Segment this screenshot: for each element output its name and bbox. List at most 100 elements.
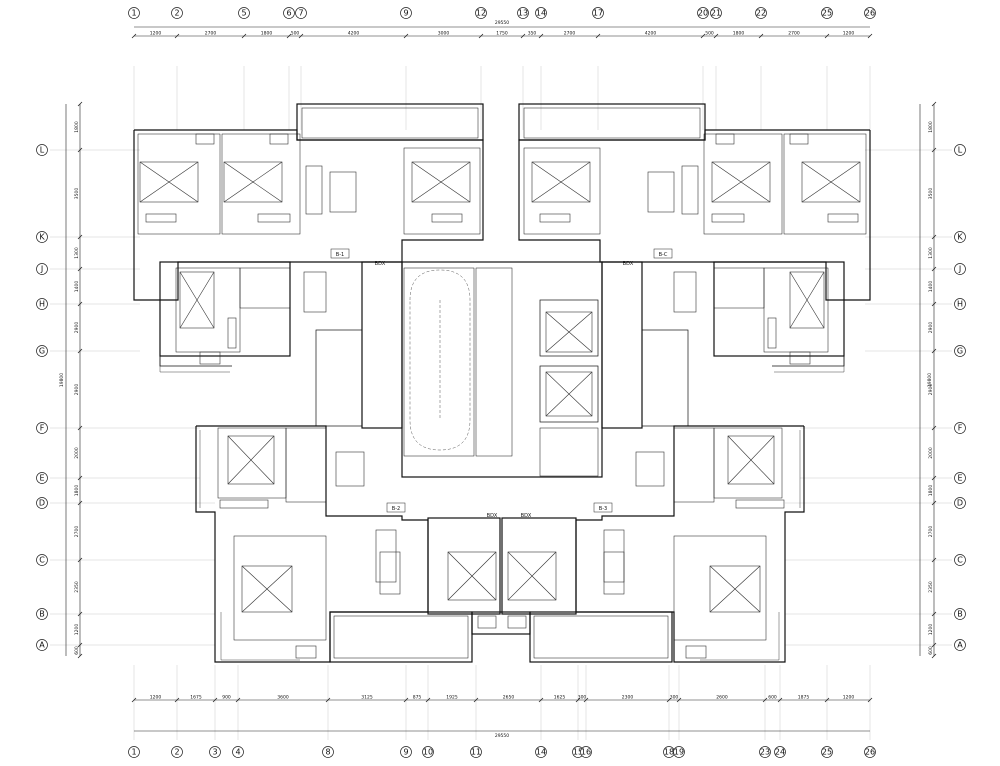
dim-right-2: 1300	[928, 247, 934, 259]
grid-bubble-left-L-label: L	[40, 145, 45, 154]
dim-bottom-6: 1925	[446, 695, 458, 701]
dim-left-3: 1400	[74, 281, 80, 293]
grid-bubble-top-5: 5	[238, 7, 250, 19]
grid-bubble-right-F-label: F	[958, 423, 963, 432]
grid-bubble-bottom-18-label: 18	[664, 747, 674, 756]
dim-top-10: 500	[705, 31, 714, 37]
dim-right-8: 2700	[928, 526, 934, 538]
grid-bubble-top-7: 7	[295, 7, 307, 19]
grid-bubble-top-25-label: 25	[822, 8, 832, 17]
grid-bubble-right-D: D	[954, 497, 966, 509]
grid-bubble-bottom-14-label: 14	[536, 747, 546, 756]
dim-top-0: 1200	[150, 31, 162, 37]
grid-bubble-left-F: F	[36, 422, 48, 434]
tag-bdx-2: BDX	[623, 261, 634, 267]
dimension-total-left: 19800	[59, 373, 65, 387]
grid-bubble-right-J: J	[954, 263, 966, 275]
grid-bubble-top-13-label: 13	[518, 8, 528, 17]
grid-bubble-left-C: C	[36, 554, 48, 566]
dim-left-1: 3500	[74, 188, 80, 200]
grid-bubble-bottom-2: 2	[171, 746, 183, 758]
grid-bubble-top-6-label: 6	[286, 8, 291, 17]
grid-bubble-right-D-label: D	[957, 498, 963, 507]
grid-bubble-bottom-14: 14	[535, 746, 547, 758]
grid-bubble-right-C-label: C	[957, 555, 963, 564]
dim-top-4: 4200	[348, 31, 360, 37]
dim-top-6: 1750	[496, 31, 508, 37]
dim-left-11: 600	[74, 646, 80, 655]
grid-bubble-top-9-label: 9	[403, 8, 408, 17]
grid-bubble-bottom-9-label: 9	[403, 747, 408, 756]
grid-bubble-top-17: 17	[592, 7, 604, 19]
grid-bubble-left-F-label: F	[40, 423, 45, 432]
grid-bubble-bottom-16: 16	[580, 746, 592, 758]
grid-bubble-right-B-label: B	[957, 609, 963, 618]
dim-top-9: 4200	[645, 31, 657, 37]
grid-bubble-right-J-label: J	[958, 264, 961, 273]
grid-bubble-left-E-label: E	[39, 473, 44, 482]
dimension-text-right: 1800350013001400290029002000180027002350…	[928, 101, 937, 659]
unit-labels: B-1 B-C B-2 B-3 BDX BDX BDX BDX	[330, 248, 673, 519]
dim-bottom-12: 2600	[716, 695, 728, 701]
grid-bubble-right-H: H	[954, 298, 966, 310]
dim-top-2: 1800	[261, 31, 273, 37]
dim-top-11: 1800	[733, 31, 745, 37]
grid-bubble-right-F: F	[954, 422, 966, 434]
grid-bubble-bottom-8: 8	[322, 746, 334, 758]
grid-bubble-left-G: G	[36, 345, 48, 357]
dimension-total-bottom: 29550	[495, 733, 509, 739]
grid-bubble-left-K: K	[36, 231, 48, 243]
dim-top-7: 350	[528, 31, 537, 37]
grid-bubble-top-5-label: 5	[241, 8, 246, 17]
grid-bubble-top-13: 13	[517, 7, 529, 19]
grid-bubble-top-12: 12	[475, 7, 487, 19]
grid-bubble-left-J: J	[36, 263, 48, 275]
grid-bubble-top-20-label: 20	[698, 8, 708, 17]
grid-bubble-bottom-25-label: 25	[822, 747, 832, 756]
dim-top-1: 2700	[205, 31, 217, 37]
dim-right-10: 1200	[928, 624, 934, 636]
grid-bubble-right-H-label: H	[957, 299, 963, 308]
grid-bubble-top-26-label: 26	[865, 8, 875, 17]
grid-bubble-bottom-25: 25	[821, 746, 833, 758]
grid-bubble-right-E-label: E	[957, 473, 962, 482]
dim-top-13: 1200	[843, 31, 855, 37]
grid-bubble-left-K-label: K	[39, 232, 45, 241]
grid-bubble-right-G: G	[954, 345, 966, 357]
grid-bubble-bottom-26: 26	[864, 746, 876, 758]
grid-bubble-left-D-label: D	[39, 498, 45, 507]
grid-bubble-right-C: C	[954, 554, 966, 566]
dim-right-5: 2900	[928, 384, 934, 396]
grid-bubble-bottom-1-label: 1	[131, 747, 136, 756]
grid-bubble-top-21: 21	[710, 7, 722, 19]
tag-bdx-4: BDX	[521, 513, 532, 519]
grid-bubble-left-H: H	[36, 298, 48, 310]
tag-bdx-1: BDX	[375, 261, 386, 267]
grid-bubble-bottom-19-label: 19	[674, 747, 684, 756]
dim-left-6: 2000	[74, 447, 80, 459]
dim-bottom-7: 2650	[503, 695, 515, 701]
grid-bubble-top-14-label: 14	[536, 8, 546, 17]
grid-bubble-left-G-label: G	[39, 346, 45, 355]
grid-bubble-bottom-3: 3	[209, 746, 221, 758]
dim-bottom-0: 1200	[150, 695, 162, 701]
grid-bubble-left-H-label: H	[39, 299, 45, 308]
dimension-text-left: 1800350013001400290029002000180027002350…	[74, 101, 83, 659]
grid-bubble-right-G-label: G	[957, 346, 963, 355]
grid-bubble-bottom-10: 10	[422, 746, 434, 758]
stair-outline	[409, 269, 471, 451]
unit-label-b1: B-1	[336, 252, 344, 258]
grid-bubble-top-12-label: 12	[476, 8, 486, 17]
grid-bubble-left-A-label: A	[39, 640, 45, 649]
grid-bubble-top-17-label: 17	[593, 8, 603, 17]
grid-bubble-bottom-3-label: 3	[212, 747, 217, 756]
grid-bubble-top-9: 9	[400, 7, 412, 19]
unit-label-bc: B-C	[659, 252, 668, 258]
dim-top-3: 500	[291, 31, 300, 37]
grid-bubble-right-K: K	[954, 231, 966, 243]
grid-bubble-top-22-label: 22	[756, 8, 766, 17]
